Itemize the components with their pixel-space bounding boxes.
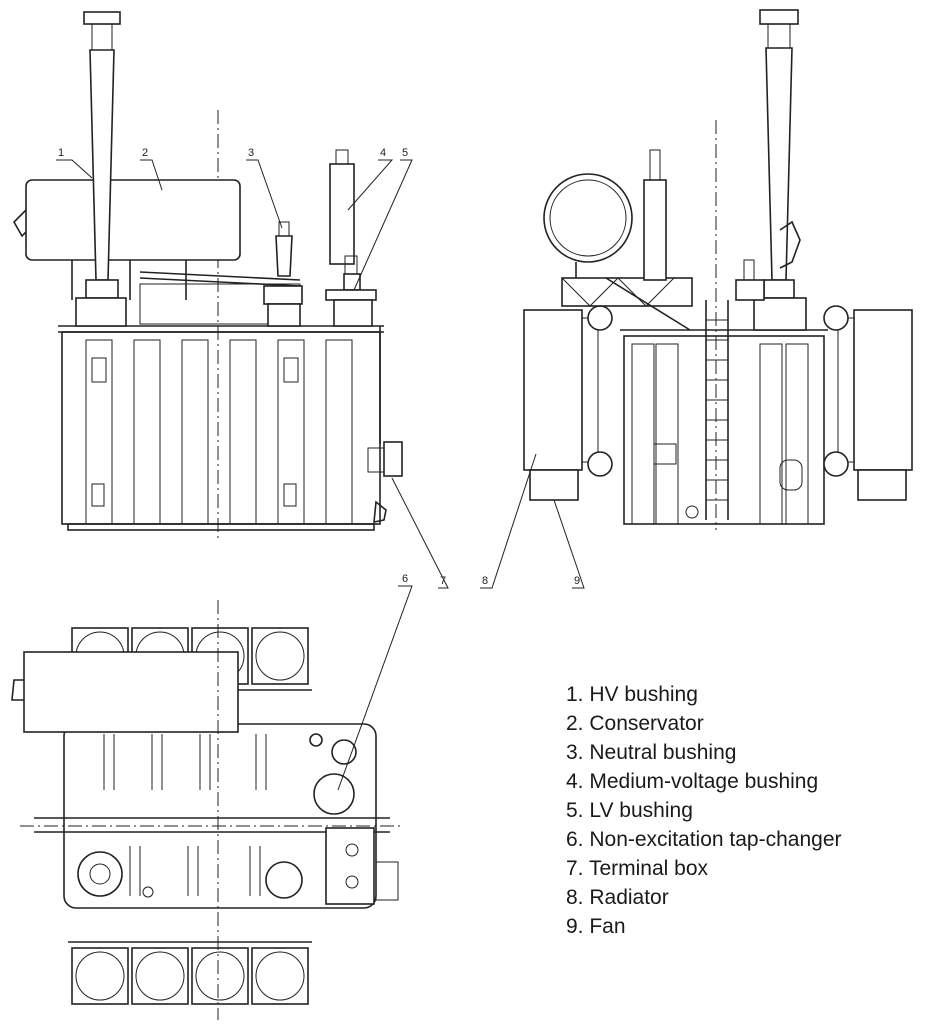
legend-item-tap-changer: 6. Non-excitation tap-changer: [566, 828, 842, 851]
side-view: [523, 9, 913, 530]
side-ladder: [705, 300, 729, 520]
callout-2: 2: [142, 147, 148, 159]
legend-item-fan: 9. Fan: [566, 915, 626, 938]
callout-9: 9: [574, 575, 580, 587]
side-support-frame: [561, 262, 693, 331]
front-mv-bushing: [329, 149, 358, 275]
front-lv-bushing: [325, 273, 377, 327]
callout-7: 7: [440, 575, 446, 587]
callout-4: 4: [380, 147, 386, 159]
legend-item-mv-bushing: 4. Medium-voltage bushing: [566, 770, 819, 793]
legend-item-terminal-box: 7. Terminal box: [566, 857, 709, 880]
callout-3: 3: [248, 147, 254, 159]
side-fan-left: [529, 469, 579, 501]
legend-item-neutral-bushing: 3. Neutral bushing: [566, 741, 737, 764]
top-tap-changer: [313, 773, 355, 815]
legend-item-hv-bushing: 1. HV bushing: [566, 683, 698, 706]
side-radiator-right: [853, 309, 913, 471]
front-tank-fins: [85, 339, 353, 525]
front-hv-bushing: [75, 11, 127, 327]
legend: 1. HV bushing 2. Conservator 3. Neutral …: [566, 680, 842, 941]
callout-1: 1: [58, 147, 64, 159]
front-view: [13, 11, 403, 540]
top-view: [11, 600, 400, 1020]
top-fans-lower: [68, 941, 312, 1005]
callout-8: 8: [482, 575, 488, 587]
front-neutral-bushing: [263, 221, 303, 327]
callout-leaders: [56, 159, 585, 791]
side-conservator: [543, 173, 633, 263]
legend-item-conservator: 2. Conservator: [566, 712, 704, 735]
side-hv-bushing: [753, 9, 807, 331]
front-terminal-box: [367, 326, 403, 523]
legend-item-radiator: 8. Radiator: [566, 886, 669, 909]
callout-6: 6: [402, 573, 408, 585]
side-fan-right: [857, 469, 907, 501]
side-tank: [623, 335, 825, 525]
callout-5: 5: [402, 147, 408, 159]
front-tank: [61, 331, 381, 525]
legend-item-lv-bushing: 5. LV bushing: [566, 799, 693, 822]
side-radiator-left: [523, 309, 583, 471]
top-conservator: [23, 651, 239, 733]
front-conservator: [25, 179, 241, 261]
